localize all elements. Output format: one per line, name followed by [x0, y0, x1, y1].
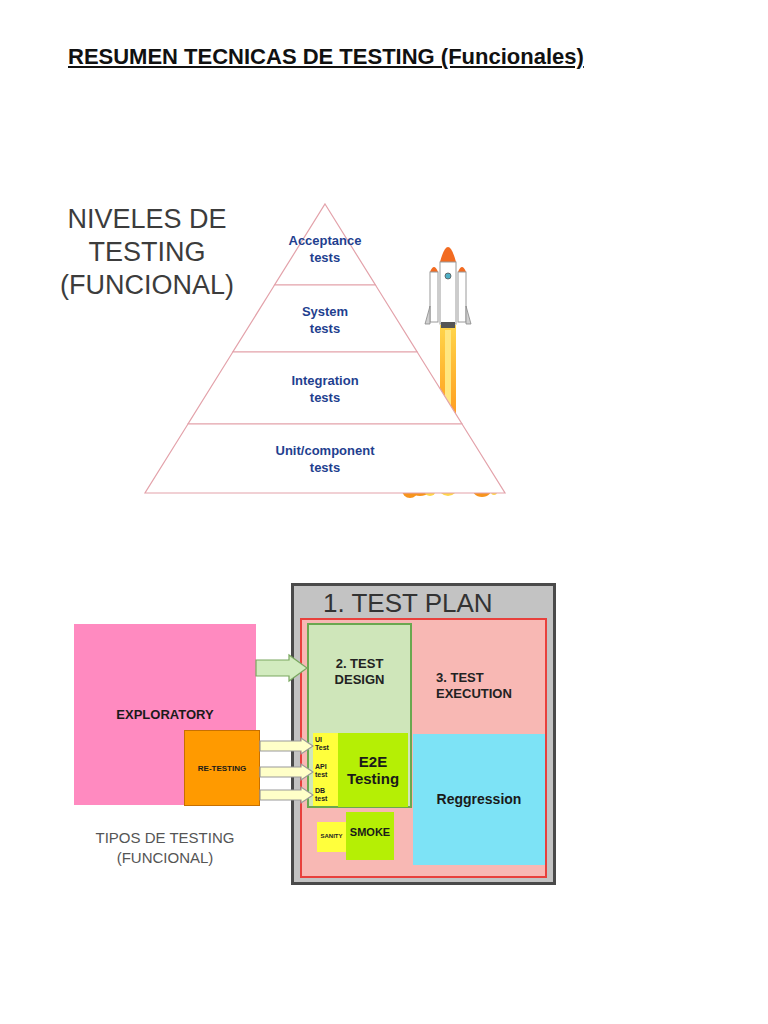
node-text: Unit/component tests: [268, 442, 383, 476]
band-shape: [275, 204, 376, 285]
node-text: API test: [315, 763, 337, 779]
node-text: E2E Testing: [338, 753, 408, 787]
rocket-wing: [466, 306, 471, 324]
node-text: SANITY: [317, 833, 346, 840]
test-execution-box: 3. TEST EXECUTION 2. TEST DESIGN UI TestAP…: [300, 618, 547, 878]
rocket-nose: [440, 247, 456, 262]
pyramid-level: Integration tests: [145, 352, 505, 424]
booster-tip: [458, 267, 466, 272]
rocket-wing: [425, 306, 430, 324]
testing-type-box: RE-TESTING: [184, 730, 260, 806]
band-shape: [145, 424, 505, 493]
block-arrow: [256, 655, 307, 681]
block-arrow: [260, 738, 313, 754]
band-shape: [188, 352, 462, 424]
block-arrow: [260, 764, 313, 780]
rocket-booster: [430, 272, 438, 322]
smoke-box: SMOKE: [346, 812, 394, 860]
test-type-tag: UI Test: [313, 733, 338, 760]
node-text: Reggression: [419, 791, 539, 808]
band-shape: [233, 285, 417, 352]
node-text: SMOKE: [346, 826, 394, 839]
band-outline: [145, 424, 505, 493]
booster-tip: [430, 267, 438, 272]
node-text: RE-TESTING: [185, 764, 259, 774]
test-type-tag: DB test: [313, 784, 338, 806]
test-type-tag: API test: [313, 760, 338, 784]
node-text: System tests: [290, 303, 360, 337]
page-title: RESUMEN TECNICAS DE TESTING (Funcionales…: [68, 44, 584, 70]
pyramid-level: Unit/component tests: [145, 424, 505, 493]
rocket-nozzle: [441, 322, 455, 328]
section-label: NIVELES DE TESTING (FUNCIONAL): [52, 203, 242, 302]
e2e-box: E2E Testing: [338, 733, 408, 807]
node-text: Acceptance tests: [280, 232, 370, 266]
test-design-box: 2. TEST DESIGN UI TestAPI test DB testE2E …: [307, 623, 412, 808]
section-label: TIPOS DE TESTING (FUNCIONAL): [80, 828, 250, 868]
regression-box: Reggression: [413, 734, 545, 865]
test-plan-box: 1. TEST PLAN 3. TEST EXECUTION 2. TEST DES…: [291, 583, 556, 885]
node-text: UI Test: [315, 736, 337, 752]
node-text: EXPLORATORY: [74, 707, 256, 723]
block-arrow: [260, 787, 313, 803]
rocket-booster: [458, 272, 466, 322]
node-text: 1. TEST PLAN: [323, 588, 543, 618]
node-text: 3. TEST EXECUTION: [436, 670, 524, 702]
node-text: DB test: [315, 787, 337, 803]
node-text: 2. TEST DESIGN: [322, 656, 397, 688]
rocket-window: [445, 273, 451, 279]
sanity-box: SANITY: [317, 822, 346, 852]
node-text: Integration tests: [280, 372, 370, 406]
rocket-body: [440, 262, 456, 324]
